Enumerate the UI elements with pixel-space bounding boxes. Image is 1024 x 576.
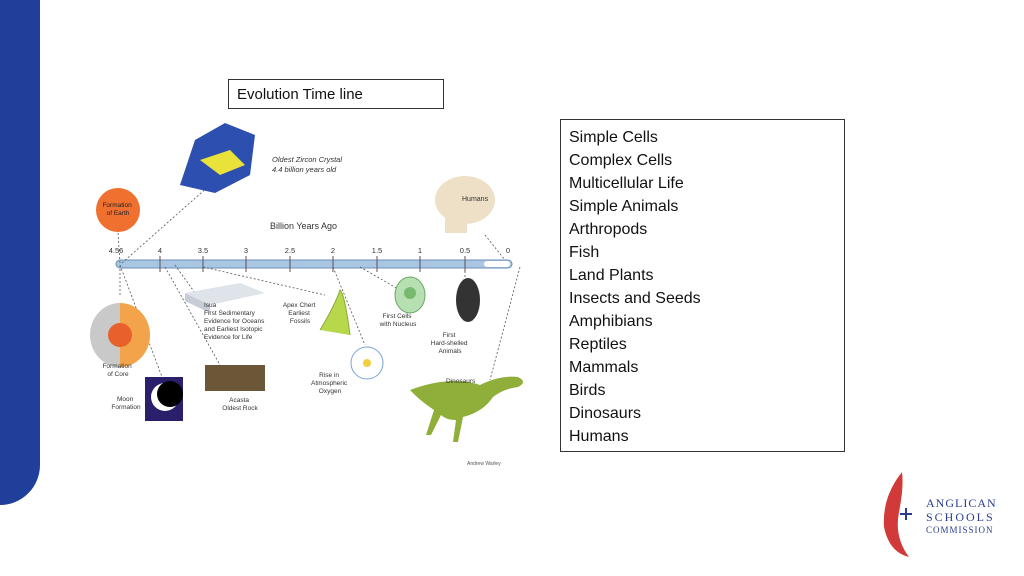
isua-illustration — [185, 283, 265, 313]
list-item: Fish — [569, 244, 600, 261]
earth-core-illustration — [90, 303, 150, 367]
tick-label: 4.56 — [109, 246, 124, 255]
tick-label: 1.5 — [372, 246, 382, 255]
slide-title: Evolution Time line — [228, 79, 444, 109]
isua-label: Isua First Sedimentary Evidence for Ocea… — [204, 302, 266, 341]
list-item: Insects and Seeds — [569, 290, 701, 307]
anglican-schools-logo: ANGLICAN SCHOOLS COMMISSION — [880, 470, 1010, 560]
first-cells-label: First Cells with Nucleus — [379, 313, 418, 328]
acasta-label: Acasta Oldest Rock — [222, 397, 258, 412]
tick-label: 3 — [244, 246, 248, 255]
list-item: Complex Cells — [569, 152, 673, 169]
tick-labels: 4.56 4 3.5 3 2.5 2 1.5 1 0.5 0 — [109, 246, 510, 255]
tick-label: 2 — [331, 246, 335, 255]
logo-emblem-icon — [883, 472, 912, 557]
list-item: Humans — [569, 428, 629, 445]
credit-label: Andrew Warley — [467, 461, 501, 467]
evolution-list: Simple Cells Complex Cells Multicellular… — [560, 119, 845, 452]
list-item: Birds — [569, 382, 606, 399]
tick-label: 0.5 — [460, 246, 470, 255]
side-bar — [0, 0, 40, 505]
trilobite-icon — [456, 278, 480, 322]
tick-label: 4 — [158, 246, 162, 255]
list-item: Multicellular Life — [569, 175, 684, 192]
tick-label: 3.5 — [198, 246, 208, 255]
list-item: Simple Animals — [569, 198, 679, 215]
moon-label: Moon Formation — [111, 396, 141, 411]
earth-label: Formation of Earth — [102, 202, 133, 217]
logo-line-2: SCHOOLS — [926, 510, 995, 524]
zircon-label: Oldest Zircon Crystal 4.4 billion years … — [272, 155, 344, 174]
timeline-bar — [115, 259, 513, 269]
tick-label: 2.5 — [285, 246, 295, 255]
tick-label: 1 — [418, 246, 422, 255]
caterpillar-fossil-icon — [319, 289, 351, 336]
list-item: Amphibians — [569, 313, 653, 330]
zircon-crystal-illustration — [180, 123, 255, 193]
logo-line-3: COMMISSION — [926, 525, 994, 535]
tick-label: 0 — [506, 246, 510, 255]
list-item: Land Plants — [569, 267, 654, 284]
first-cells-illustration — [394, 276, 426, 314]
humans-label: Humans — [462, 196, 489, 203]
earth-formation-illustration — [96, 188, 140, 232]
dinosaurs-label: Dinosaurs — [446, 378, 476, 385]
human-skull-illustration — [435, 176, 495, 233]
list-item: Dinosaurs — [569, 405, 642, 422]
moon-illustration — [145, 377, 183, 421]
core-label: Formation of Core — [102, 363, 133, 378]
oxygen-label: Rise in Atmospheric Oxygen — [311, 372, 349, 395]
list-item: Reptiles — [569, 336, 627, 353]
apex-label: Apex Chert Earliest Fossils — [283, 302, 317, 325]
acasta-rock-illustration — [205, 365, 265, 391]
axis-title: Billion Years Ago — [270, 221, 337, 231]
list-item: Simple Cells — [569, 129, 658, 146]
list-item: Arthropods — [569, 221, 648, 238]
dinosaur-illustration — [410, 376, 523, 442]
hard-shelled-label: First Hard-shelled Animals — [431, 332, 470, 355]
list-item: Mammals — [569, 359, 639, 376]
logo-line-1: ANGLICAN — [926, 496, 997, 510]
timeline-diagram: Billion Years Ago 4.56 4 3.5 3 2.5 2 1.5… — [80, 115, 540, 475]
oxygen-atom-icon — [350, 346, 384, 380]
